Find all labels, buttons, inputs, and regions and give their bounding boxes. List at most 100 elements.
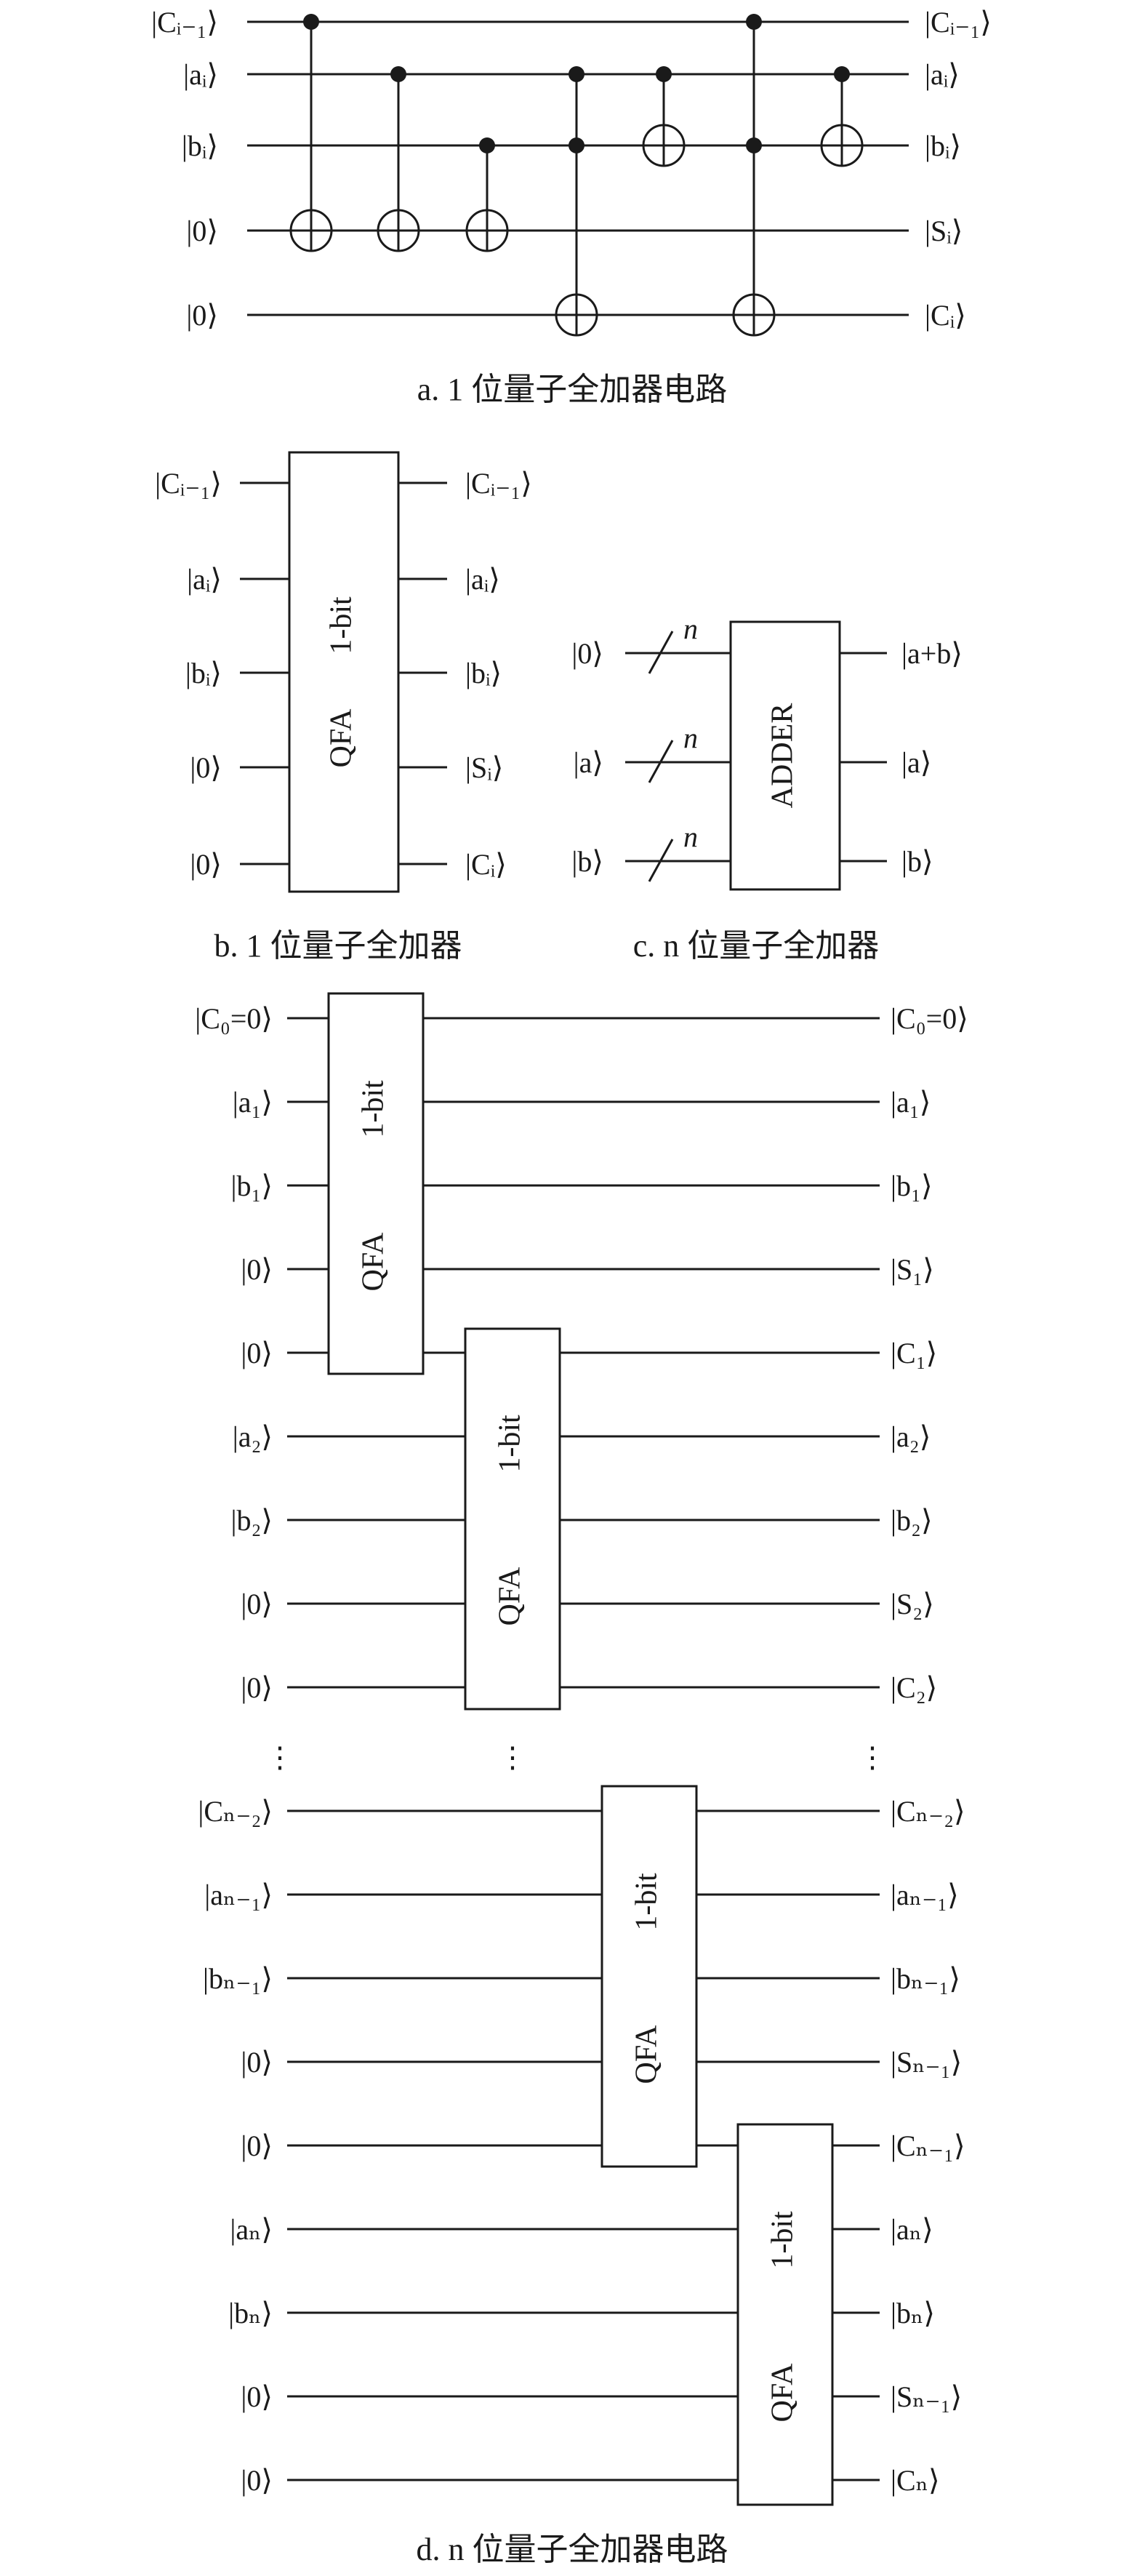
panel-d-output-label: |Sₙ₋₁⟩ xyxy=(891,2380,962,2413)
panel-d-input-label: |0⟩ xyxy=(241,1588,273,1620)
panel-d-output-label: |S₁⟩ xyxy=(891,1253,934,1286)
panel-d-input-label: |0⟩ xyxy=(241,2046,273,2079)
panel-d-input-label: |0⟩ xyxy=(241,1671,273,1704)
panel-d-input-label: |a₂⟩ xyxy=(233,1420,273,1453)
panel-b-input-label: |aᵢ⟩ xyxy=(187,563,222,596)
panel-d-input-label: |b₁⟩ xyxy=(230,1169,273,1202)
panel-c-input-label: |0⟩ xyxy=(571,637,603,670)
control-dot xyxy=(656,66,672,82)
bus-slash xyxy=(648,740,674,783)
panel-b-output-label: |Cᵢ₋₁⟩ xyxy=(465,467,532,500)
cnot-target xyxy=(289,209,333,252)
panel-a-output-label: |Cᵢ₋₁⟩ xyxy=(925,6,992,39)
ellipsis: ⋮ xyxy=(498,1741,527,1774)
panel-d-output-label: |bₙ⟩ xyxy=(891,2297,935,2329)
toffoli-target xyxy=(555,293,598,337)
panel-a-output-label: |aᵢ⟩ xyxy=(925,58,960,91)
block-label-qfa: QFA xyxy=(630,2025,664,2084)
panel-c-input-label: |b⟩ xyxy=(571,845,603,878)
panel-b-input-label: |0⟩ xyxy=(190,848,222,881)
block-label-adder: ADDER xyxy=(766,703,800,809)
panel-c-input-label: |a⟩ xyxy=(574,746,603,779)
panel-a-input-label: |0⟩ xyxy=(186,299,218,332)
panel-b-block: 1-bit QFA |Cᵢ₋₁⟩ |aᵢ⟩ |bᵢ⟩ |0⟩ |0⟩ |Cᵢ₋₁… xyxy=(155,451,532,964)
bus-width-label: n xyxy=(683,820,698,853)
panel-d-output-label: |bₙ₋₁⟩ xyxy=(891,1962,960,1995)
panel-a-output-label: |Sᵢ⟩ xyxy=(925,215,963,247)
panel-a-input-label: |0⟩ xyxy=(186,215,218,247)
panel-d-input-label: |bₙ⟩ xyxy=(228,2297,273,2329)
panel-b-input-label: |0⟩ xyxy=(190,751,222,784)
caption-d: d. n 位量子全加器电路 xyxy=(417,2532,728,2567)
panel-d-output-label: |b₂⟩ xyxy=(891,1504,933,1537)
panel-a-input-label: |Cᵢ₋₁⟩ xyxy=(151,6,218,39)
ellipsis: ⋮ xyxy=(858,1741,887,1774)
panel-b-output-label: |Sᵢ⟩ xyxy=(465,751,503,784)
block-label-1bit: 1-bit xyxy=(766,2211,800,2269)
panel-c-output-label: |a+b⟩ xyxy=(901,637,963,670)
panel-d-output-label: |Sₙ₋₁⟩ xyxy=(891,2046,962,2079)
panel-d-output-label: |a₁⟩ xyxy=(891,1086,931,1119)
panel-d-output-label: |Cₙ₋₂⟩ xyxy=(891,1795,965,1828)
block-label-1bit: 1-bit xyxy=(494,1415,527,1473)
panel-a-output-label: |bᵢ⟩ xyxy=(925,129,961,162)
panel-a-input-label: |bᵢ⟩ xyxy=(182,129,218,162)
cnot-target xyxy=(377,209,420,252)
panel-d-output-label: |C₂⟩ xyxy=(891,1671,937,1704)
panel-d-output-label: |b₁⟩ xyxy=(891,1169,933,1202)
block-label-qfa: QFA xyxy=(325,708,358,768)
panel-b-output-label: |Cᵢ⟩ xyxy=(465,848,507,881)
panel-d-circuit: 1-bit QFA 1-bit QFA 1-bit QFA 1-bit QFA … xyxy=(195,992,968,2567)
control-dot xyxy=(390,66,406,82)
qfa-block-2 xyxy=(464,1327,561,1711)
control-dot xyxy=(479,137,495,153)
control-dot xyxy=(834,66,850,82)
cnot-target xyxy=(642,124,686,167)
panel-d-input-label: |a₁⟩ xyxy=(233,1086,273,1119)
block-label-1bit: 1-bit xyxy=(630,1873,664,1931)
panel-d-input-label: |Cₙ₋₂⟩ xyxy=(198,1795,273,1828)
bus-width-label: n xyxy=(683,721,698,754)
control-dot xyxy=(746,14,762,30)
panel-c-output-label: |a⟩ xyxy=(901,746,931,779)
panel-d-input-label: |C₀=0⟩ xyxy=(195,1002,273,1035)
panel-d-input-label: |0⟩ xyxy=(241,1253,273,1286)
cnot-target xyxy=(465,209,509,252)
panel-d-input-label: |0⟩ xyxy=(241,2129,273,2162)
qfa-block-n-1 xyxy=(600,1785,698,2168)
bus-width-label: n xyxy=(683,612,698,645)
block-label-1bit: 1-bit xyxy=(357,1080,390,1138)
panel-d-output-label: |S₂⟩ xyxy=(891,1588,934,1620)
panel-d-input-label: |0⟩ xyxy=(241,1337,273,1369)
panel-d-input-label: |bₙ₋₁⟩ xyxy=(203,1962,273,1995)
block-label-qfa: QFA xyxy=(766,2363,800,2423)
panel-d-input-label: |0⟩ xyxy=(241,2464,273,2497)
adder-block xyxy=(729,620,841,891)
panel-d-output-label: |C₀=0⟩ xyxy=(891,1002,968,1035)
qfa-block-1 xyxy=(327,992,425,1375)
panel-d-output-label: |C₁⟩ xyxy=(891,1337,937,1369)
caption-b: b. 1 位量子全加器 xyxy=(214,928,462,964)
panel-a-circuit: |Cᵢ₋₁⟩ |aᵢ⟩ |bᵢ⟩ |0⟩ |0⟩ |Cᵢ₋₁⟩ |aᵢ⟩ |bᵢ… xyxy=(151,6,992,407)
caption-a: a. 1 位量子全加器电路 xyxy=(417,372,728,407)
panel-a-input-label: |aᵢ⟩ xyxy=(183,58,218,91)
cnot-target xyxy=(820,124,864,167)
caption-c: c. n 位量子全加器 xyxy=(633,928,880,964)
panel-b-output-label: |bᵢ⟩ xyxy=(465,657,502,689)
panel-c-adder: n n n ADDER |0⟩ |a⟩ |b⟩ |a+b⟩ |a⟩ |b⟩ c.… xyxy=(571,612,963,964)
ellipsis: ⋮ xyxy=(265,1741,294,1774)
block-label-1bit: 1-bit xyxy=(325,596,358,655)
panel-d-output-label: |a₂⟩ xyxy=(891,1420,931,1453)
panel-d-output-label: |aₙ₋₁⟩ xyxy=(891,1879,959,1911)
panel-d-input-label: |0⟩ xyxy=(241,2380,273,2413)
qfa-block xyxy=(288,451,400,893)
block-label-qfa: QFA xyxy=(494,1567,527,1626)
block-label-qfa: QFA xyxy=(357,1232,390,1292)
control-dot xyxy=(303,14,319,30)
qfa-block-n xyxy=(736,2123,834,2506)
control-dot xyxy=(569,66,584,82)
panel-d-input-label: |aₙ₋₁⟩ xyxy=(204,1879,273,1911)
panel-d-input-label: |aₙ⟩ xyxy=(230,2213,273,2246)
panel-c-output-label: |b⟩ xyxy=(901,845,933,878)
